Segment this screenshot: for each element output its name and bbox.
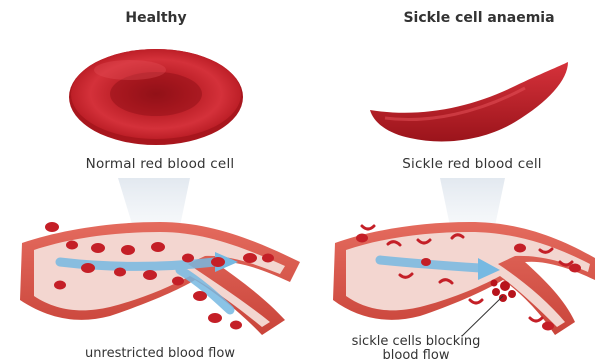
blocking-pointer-line <box>462 296 503 336</box>
sickle-title: Sickle cell anaemia <box>389 10 569 26</box>
normal-cell-label: Normal red blood cell <box>60 156 260 172</box>
normal-red-blood-cell <box>69 49 243 145</box>
healthy-title: Healthy <box>96 10 216 26</box>
sickle-cell-label: Sickle red blood cell <box>372 156 572 172</box>
sickle-red-blood-cell <box>370 62 568 141</box>
sickle-blood-vessel <box>333 222 595 335</box>
blocking-flow-label-line1: sickle cells blocking <box>316 334 516 349</box>
blocking-flow-label-line2: blood flow <box>316 348 516 363</box>
unrestricted-flow-label: unrestricted blood flow <box>40 346 280 361</box>
healthy-blood-vessel <box>20 222 300 335</box>
